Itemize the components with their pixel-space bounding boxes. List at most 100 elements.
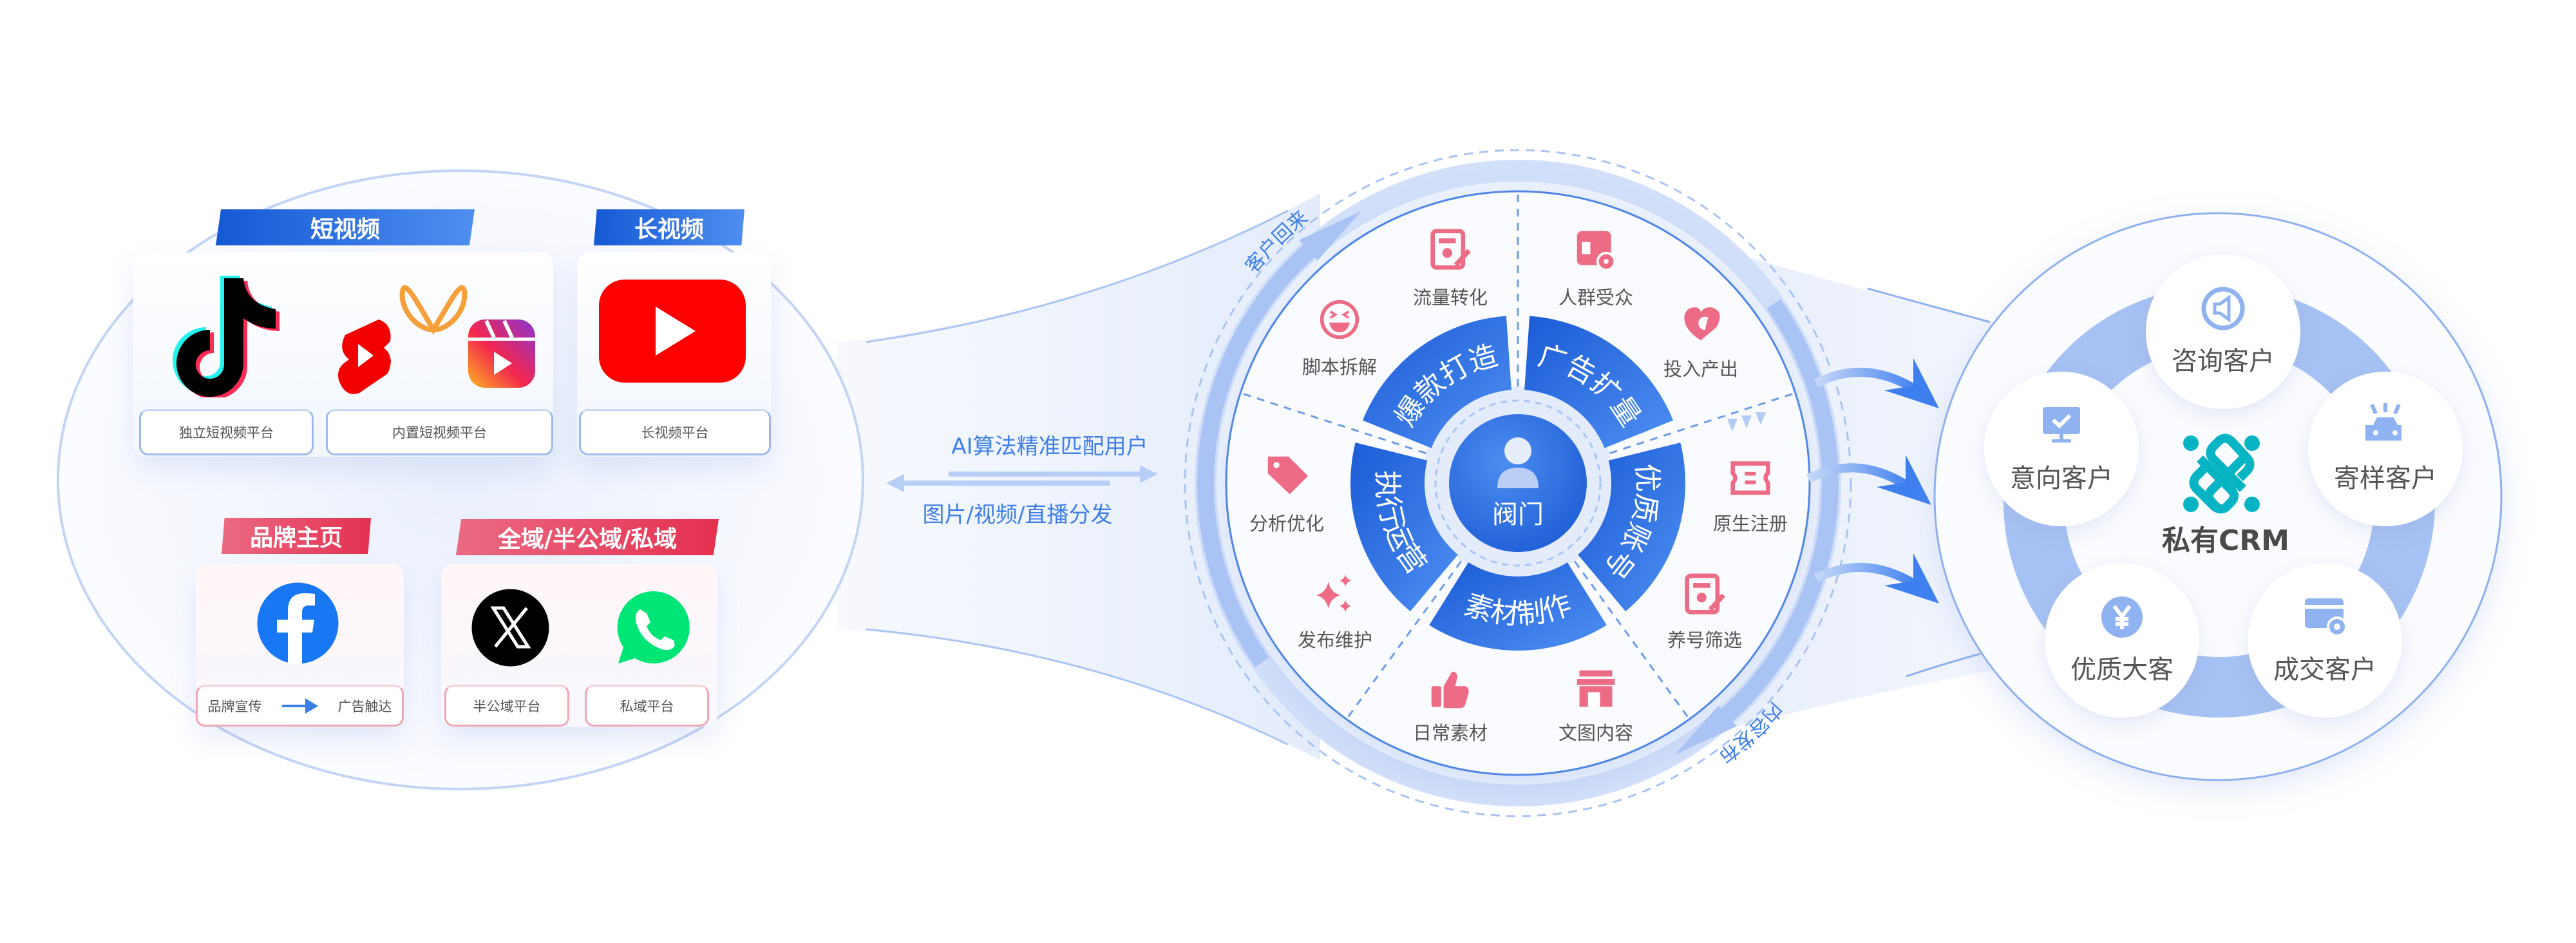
customer-stage-bubble[interactable]: 咨询客户 [2146,254,2300,409]
band-edge [866,628,1289,746]
wheel-item-label: 养号筛选 [1667,629,1743,651]
butterfly-app-icon[interactable] [399,278,468,340]
publish-cycle-arrow [1721,299,1839,722]
wheel-item-label: 脚本拆解 [1302,356,1378,378]
sector-divider [1345,560,1463,720]
builtin-short-video-label: 内置短视频平台 [326,409,553,455]
crm-flow-arrow [1814,562,1922,591]
person-icon [1497,437,1539,488]
customer-stage-label: 优质大客 [2070,655,2174,685]
item-icon-wrap [1318,298,1361,343]
arrow-right-icon [281,698,318,714]
long-video-banner: 长视频 [594,209,744,245]
wheel-item-label: 流量转化 [1412,287,1488,309]
crm-flow-arrow [1806,463,1915,493]
x-twitter-icon[interactable] [471,589,549,667]
customer-stage-bubble[interactable]: 寄样客户 [2308,372,2463,526]
car-alert-icon [2365,403,2401,441]
item-icon-wrap [1429,668,1472,713]
sparkle-icon [1316,574,1352,613]
brand-page-banner: 品牌主页 [222,518,371,554]
long-video-label: 长视频平台 [579,409,771,455]
short-video-banner: 短视频 [216,209,475,245]
segment-5[interactable] [1350,443,1458,612]
return-cycle-arrow [1197,244,1315,667]
customer-stage-label: 寄样客户 [2334,464,2437,493]
youtube-icon[interactable] [599,280,746,383]
crm-flow-arrow-head [1884,358,1939,408]
store-icon [1577,670,1615,707]
whatsapp-icon[interactable] [614,589,692,667]
sector-divider [1609,392,1796,455]
outer-dashed-ring [1184,149,1852,817]
down-arrow-icon [1741,415,1752,428]
segment-1[interactable] [1362,316,1511,448]
band-edge [1906,652,1981,678]
publish-arrow-head [1674,705,1737,755]
standalone-short-video-label: 独立短视频平台 [139,409,314,455]
tag-icon [1267,456,1308,495]
crm-flow-arrow [1814,367,1922,396]
item-icon-wrap [1729,459,1772,504]
semi-public-label: 半公域平台 [444,685,569,727]
ad-reach-text: 广告触达 [337,698,392,714]
sector-divider [1240,392,1426,455]
core-dashed-ring [1434,399,1602,567]
crm-label: 私有CRM [2162,524,2289,557]
item-icon-wrap [1680,301,1722,347]
item-icon-wrap [1265,454,1308,499]
customer-stage-bubble[interactable]: 优质大客 [2045,563,2199,718]
item-icon-wrap [1575,668,1617,713]
item-icon-wrap [1429,229,1472,274]
return-arrow-head [1299,211,1361,261]
card-settings-icon [2305,598,2347,637]
wheel-item-label: 日常素材 [1412,722,1488,744]
wheel-item-label: 文图内容 [1558,722,1634,744]
band-edge [1867,287,1991,323]
edit-doc-icon [1430,229,1472,270]
customer-stage-label: 意向客户 [2010,464,2113,493]
band-edge [866,209,1289,343]
speaker-icon [2201,287,2245,330]
brand-flow-label: 品牌宣传 广告触达 [196,685,404,727]
tiktok-icon[interactable] [173,272,282,397]
arrow-left-head [886,474,904,492]
monitor-check-icon [2043,407,2080,443]
segment-3[interactable] [1578,443,1685,612]
crm-flow-arrow-head [1884,553,1939,604]
distribution-text: 图片/视频/直播分发 [922,502,1113,528]
customer-stage-label: 咨询客户 [2172,347,2275,376]
audience-settings-icon [1577,231,1616,271]
segment-4[interactable] [1429,562,1607,651]
ticket-icon [1730,461,1770,495]
youtube-shorts-icon[interactable] [334,316,398,395]
domains-banner: 全域/半公域/私域 [456,519,719,555]
down-arrow-icon [1727,419,1738,432]
wheel-item-label: 投入产出 [1663,358,1739,380]
facebook-icon[interactable] [257,582,339,664]
instagram-reels-icon[interactable] [467,318,536,389]
wheel-item-label: 分析优化 [1249,513,1325,535]
down-arrow-icon [1756,412,1766,425]
edit-doc-icon [1685,573,1726,614]
customer-stage-label: 成交客户 [2273,655,2376,685]
crm-logo-icon [2183,433,2260,514]
customer-stage-bubble[interactable]: 成交客户 [2248,563,2402,718]
wheel-item-label: 发布维护 [1297,629,1373,651]
valve-label: 阀门 [1492,500,1544,529]
thumbs-up-icon [1431,671,1469,709]
item-icon-wrap [1314,573,1356,618]
wheel-item-label: 人群受众 [1558,287,1634,309]
arrow-right-head [1140,465,1158,483]
laugh-face-icon [1320,300,1359,339]
heart-chat-icon [1684,307,1720,341]
item-icon-wrap [1683,573,1726,618]
crm-flow-arrow-head [1877,455,1931,505]
customer-stage-bubble[interactable]: 意向客户 [1984,372,2139,526]
sector-divider [1573,560,1690,720]
yen-icon [2101,596,2143,638]
wheel-item-label: 原生注册 [1712,513,1788,535]
segment-2[interactable] [1524,316,1674,448]
brand-promo-text: 品牌宣传 [207,698,262,714]
